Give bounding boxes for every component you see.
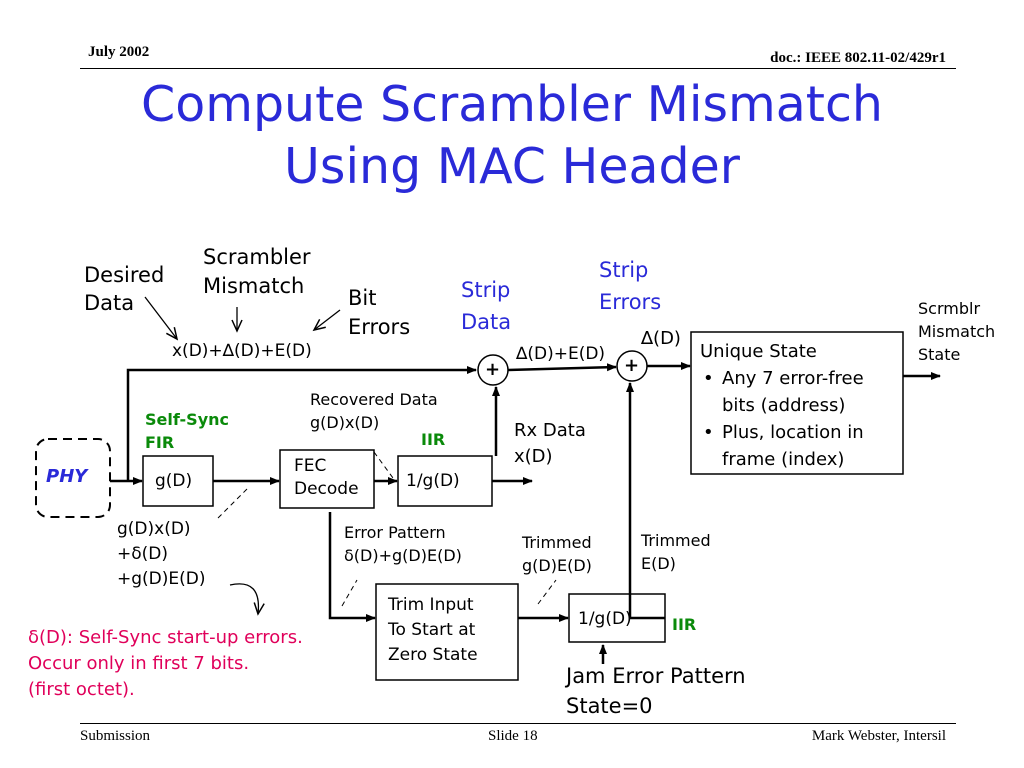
- strip-data-1: Strip: [461, 278, 511, 302]
- title-line-1: Compute Scrambler Mismatch: [141, 76, 883, 133]
- scrmblr-state-2: Mismatch: [918, 322, 996, 341]
- slide-title: Compute Scrambler Mismatch Using MAC Hea…: [0, 74, 1024, 198]
- desired-data-2: Data: [84, 291, 135, 315]
- jam-error-1: Jam Error Pattern: [566, 664, 746, 688]
- bullet-dot-1: •: [703, 368, 714, 389]
- unique-state-bullet-2b: frame (index): [722, 449, 845, 470]
- trim-label-1: Trim Input: [388, 595, 474, 615]
- fir-output-3: +g(D)E(D): [117, 569, 206, 589]
- strip-errors-1: Strip: [599, 258, 649, 282]
- iir-top-label: IIR: [421, 430, 446, 449]
- unique-state-block: [690, 331, 904, 475]
- recovered-data-2: g(D)x(D): [310, 413, 380, 432]
- pointer-fir-output: [229, 583, 265, 616]
- adder-2-symbol: +: [624, 355, 640, 376]
- scrambler-mismatch-1: Scrambler: [203, 245, 311, 269]
- scrambler-mismatch-2: Mismatch: [203, 274, 305, 298]
- slide-date: July 2002: [88, 44, 150, 60]
- unique-state-bullet-1b: bits (address): [722, 395, 846, 416]
- arrow-adder-to-adder: [507, 363, 617, 372]
- bit-errors-1: Bit: [348, 286, 377, 310]
- title-line-2: Using MAC Header: [284, 138, 740, 195]
- adder-1-symbol: +: [485, 359, 501, 380]
- unique-state-bullet-2a: Plus, location in: [722, 422, 864, 443]
- iir-bottom-label: IIR: [672, 615, 697, 634]
- inv-gd-bottom-label: 1/g(D): [578, 609, 632, 629]
- fec-label-1: FEC: [294, 456, 327, 476]
- document-id: doc.: IEEE 802.11-02/429r1: [770, 50, 946, 66]
- fir-output-2: +δ(D): [117, 544, 168, 564]
- bit-errors-2: Errors: [348, 315, 411, 339]
- inv-gd-top-label: 1/g(D): [406, 471, 460, 491]
- trimmed-gde-1: Trimmed: [522, 533, 592, 552]
- trim-input-block: [375, 583, 519, 681]
- trimmed-gde-2: g(D)E(D): [522, 556, 592, 575]
- footer-slide-number: Slide 18: [488, 728, 538, 744]
- error-pattern-1: Error Pattern: [344, 523, 446, 542]
- sum-signal-label: x(D)+∆(D)+E(D): [172, 341, 312, 361]
- trim-label-3: Zero State: [388, 645, 478, 665]
- delta-label: ∆(D): [641, 328, 681, 349]
- strip-data-2: Data: [461, 310, 512, 334]
- self-sync-fir-2: FIR: [145, 433, 175, 452]
- delta-note-3: (first octet).: [28, 679, 135, 700]
- unique-state-title: Unique State: [700, 341, 817, 362]
- fec-decode-block: [279, 449, 375, 509]
- bullet-dot-2: •: [703, 422, 714, 443]
- desired-data-1: Desired: [84, 263, 165, 287]
- strip-errors-2: Errors: [599, 290, 662, 314]
- delta-note-1: δ(D): Self-Sync start-up errors.: [28, 627, 303, 648]
- trim-label-2: To Start at: [388, 620, 476, 640]
- rx-data-2: x(D): [514, 446, 553, 467]
- delta-plus-e-label: ∆(D)+E(D): [516, 344, 606, 364]
- leader-recovered: [373, 451, 394, 479]
- leader-error-pattern: [341, 579, 358, 607]
- pointer-desired-data: [144, 296, 179, 341]
- trimmed-e-2: E(D): [641, 554, 676, 573]
- footer-submission: Submission: [80, 728, 151, 744]
- fec-label-2: Decode: [294, 479, 359, 499]
- phy-label: PHY: [46, 466, 88, 487]
- pointer-bit-errors: [312, 309, 341, 332]
- arrow-fec-to-trim: [328, 512, 376, 622]
- scrmblr-state-1: Scrmblr: [918, 299, 981, 318]
- leader-trimmed-gde: [537, 579, 557, 605]
- delta-note-2: Occur only in first 7 bits.: [28, 653, 250, 674]
- unique-state-bullet-1a: Any 7 error-free: [722, 368, 864, 389]
- arrow-invg-to-adder2: [626, 382, 665, 620]
- phy-block: [35, 438, 111, 518]
- arrow-bypass-to-adder: [126, 366, 477, 481]
- fir-output-1: g(D)x(D): [117, 519, 191, 539]
- trimmed-e-1: Trimmed: [641, 531, 711, 550]
- footer-author: Mark Webster, Intersil: [811, 728, 946, 744]
- self-sync-fir-1: Self-Sync: [145, 410, 230, 429]
- scrmblr-state-3: State: [918, 345, 961, 364]
- recovered-data-1: Recovered Data: [310, 390, 438, 409]
- jam-error-2: State=0: [566, 694, 653, 718]
- leader-fir-output: [217, 487, 249, 519]
- error-pattern-2: δ(D)+g(D)E(D): [344, 546, 462, 565]
- gd-label: g(D): [155, 471, 193, 491]
- rx-data-1: Rx Data: [514, 420, 586, 441]
- header-rule: [80, 68, 956, 69]
- footer-rule: [80, 723, 956, 724]
